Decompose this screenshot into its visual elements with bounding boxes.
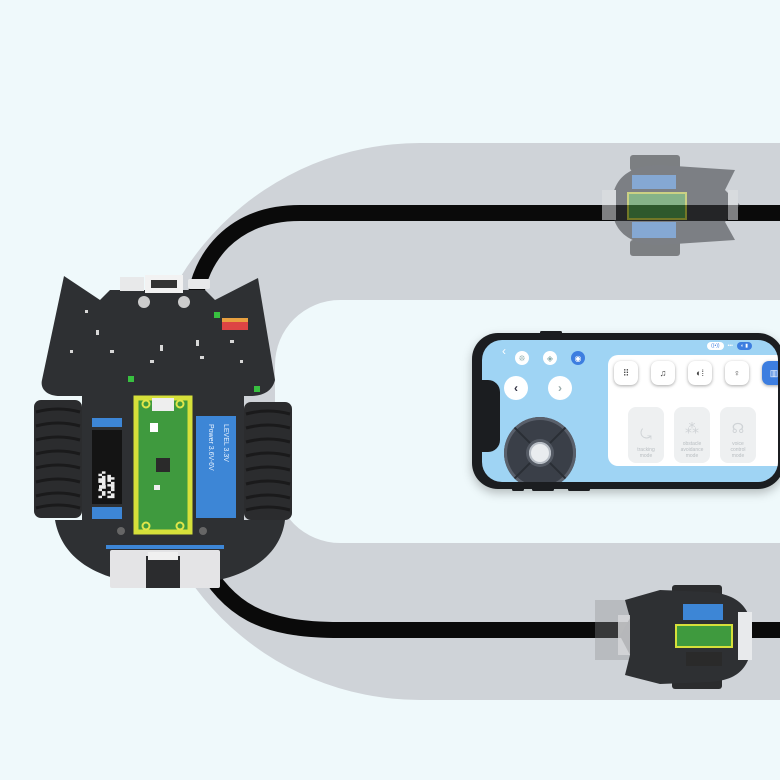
music-icon: ♫ [659, 368, 667, 378]
mode-button-row: ⠿ ♫ ◐⁞ ♀ ▥ [614, 361, 778, 385]
power-label: Power 3.6V-6V [207, 424, 214, 471]
back-icon[interactable]: ‹ [502, 344, 506, 358]
joystick-knob[interactable] [529, 442, 551, 464]
mode-button-music[interactable]: ♫ [651, 361, 675, 385]
obstacle-icon: ⁂ [685, 420, 699, 436]
svg-text:▙▚▟▞▛: ▙▚▟▞▛ [106, 475, 115, 499]
tracking-icon: ⤿ [640, 426, 652, 442]
signal-pill: ((•)) [707, 342, 724, 350]
phone-notch [482, 380, 500, 452]
phone-side-button [532, 488, 554, 491]
card-label: obstacle [682, 441, 702, 447]
mode-button-light[interactable]: ◐⁞ [688, 361, 712, 385]
joystick[interactable] [504, 417, 576, 482]
location-icon: ♀ [733, 368, 741, 378]
level-shifter-module [196, 416, 236, 518]
card-label: mode [639, 453, 653, 459]
top-icon-gamepad[interactable]: ◉ [568, 351, 588, 365]
grid-icon: ⠿ [622, 367, 630, 378]
card-label: mode [731, 453, 745, 459]
modes-icon: ▥ [769, 367, 778, 378]
phone-side-button [540, 331, 562, 334]
track-surface [139, 143, 780, 700]
arrow-left-button[interactable]: ‹ [504, 376, 528, 400]
phone-side-button [568, 488, 590, 491]
phone-side-button [512, 488, 524, 491]
mode-button-location[interactable]: ♀ [725, 361, 749, 385]
gamepad-icon: ◉ [571, 351, 585, 365]
card-obstacle-avoidance-mode[interactable]: ⁂ obstacle avoidance mode [674, 407, 710, 463]
card-label: avoidance [680, 447, 704, 453]
mode-button-grid[interactable]: ⠿ [614, 361, 638, 385]
wheel-right [244, 402, 292, 520]
card-tracking-mode[interactable]: ⤿ tracking mode [628, 407, 664, 463]
status-dots: ••• [727, 343, 733, 349]
top-icon-settings[interactable]: ❊ [512, 351, 532, 365]
top-icon-row: ❊ ◈ ◉ [512, 351, 588, 365]
mode-panel: ⠿ ♫ ◐⁞ ♀ ▥ ⤿ tracking mode ⁂ obstacle av… [608, 355, 778, 466]
card-label: tracking [637, 447, 655, 453]
status-bar: ((•)) ••• ◐ ▮ [707, 342, 752, 350]
light-icon: ◐⁞ [696, 368, 704, 378]
app-screen: ‹ ❊ ◈ ◉ ‹ › ((•)) ••• ◐ ▮ ⠿ ♫ ◐⁞ ♀ ▥ [482, 340, 778, 482]
wheel-left [34, 400, 82, 518]
battery-pill: ◐ ▮ [736, 342, 752, 350]
arrow-right-button[interactable]: › [548, 376, 572, 400]
card-label: mode [685, 453, 699, 459]
robot-top-faded [602, 155, 740, 256]
mode-button-modes[interactable]: ▥ [762, 361, 778, 385]
robot-bottom-moving [595, 585, 752, 689]
svg-text:▚▞█▟▙▚: ▚▞█▟▙▚ [97, 471, 106, 499]
voice-icon: ☊ [731, 420, 745, 436]
level-label: LEVEL 3.3V [222, 424, 229, 462]
card-label: control [730, 447, 746, 453]
robot-main: ▚▞█▟▙▚ ▙▚▟▞▛ LEVEL 3.3V Power 3.6V-6V [34, 275, 292, 588]
mode-cards: ⤿ tracking mode ⁂ obstacle avoidance mod… [628, 407, 756, 463]
card-voice-control-mode[interactable]: ☊ voice control mode [720, 407, 756, 463]
nav-arrows: ‹ › [504, 376, 572, 400]
settings-icon: ❊ [515, 351, 529, 365]
top-icon-connect[interactable]: ◈ [540, 351, 560, 365]
connect-icon: ◈ [543, 351, 557, 365]
smartphone: ‹ ❊ ◈ ◉ ‹ › ((•)) ••• ◐ ▮ ⠿ ♫ ◐⁞ ♀ ▥ [472, 331, 780, 491]
card-label: voice [732, 441, 744, 447]
